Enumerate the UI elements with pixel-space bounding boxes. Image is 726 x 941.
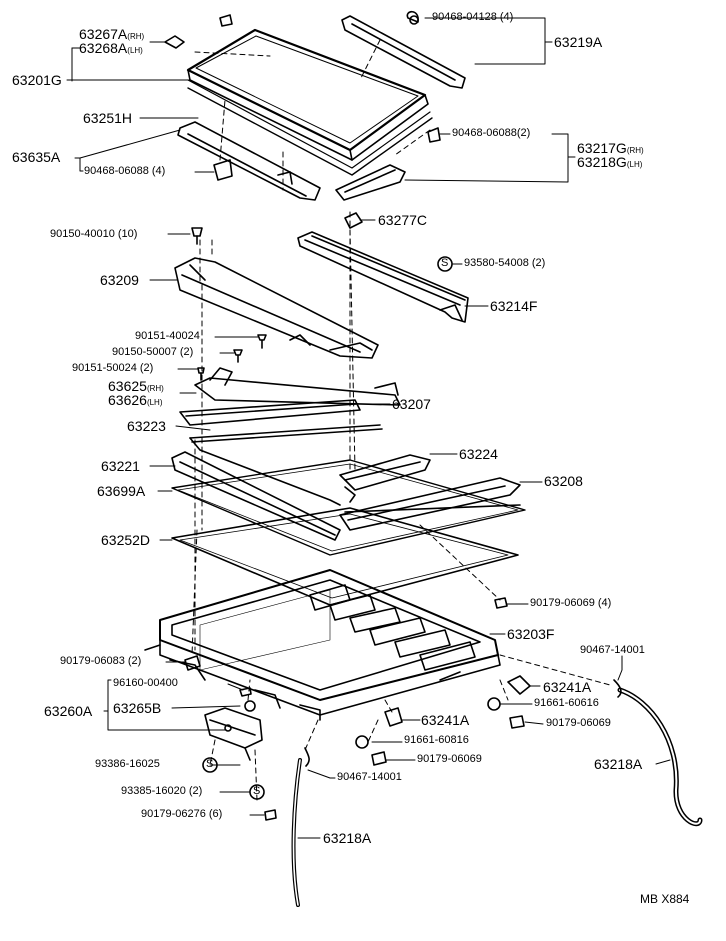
label-90468-04128: 90468-04128 (4) bbox=[432, 11, 514, 23]
label-63252d: 63252D bbox=[101, 532, 151, 548]
alignment-lines bbox=[191, 39, 611, 801]
s-symbol: S bbox=[441, 257, 449, 269]
clip-90179-06083 bbox=[184, 655, 201, 671]
label-90468-06088-2: 90468-06088(2) bbox=[452, 127, 531, 139]
clip-63267a bbox=[164, 35, 185, 49]
label-63214f: 63214F bbox=[490, 298, 538, 314]
glass-bracket-63219a bbox=[341, 10, 466, 89]
label-63241a-center: 63241A bbox=[421, 712, 470, 728]
wind-deflector-63635a bbox=[177, 121, 321, 201]
drive-motor-63260a bbox=[204, 687, 263, 761]
label-90467-14001-left: 90467-14001 bbox=[337, 771, 402, 783]
drain-hose-right bbox=[613, 679, 703, 827]
footer-code: MB X884 bbox=[640, 892, 690, 906]
label-90151-40024: 90151-40024 bbox=[135, 330, 200, 342]
label-90468-06088-4: 90468-06088 (4) bbox=[84, 165, 166, 177]
label-63635a: 63635A bbox=[12, 149, 61, 165]
seal-63252d bbox=[171, 507, 519, 606]
drain-bracket-center bbox=[384, 707, 403, 727]
sunroof-housing-63203f bbox=[144, 569, 501, 721]
label-63201g: 63201G bbox=[12, 72, 62, 88]
label-90150-40010: 90150-40010 (10) bbox=[50, 228, 138, 240]
label-90467-14001-right: 90467-14001 bbox=[580, 644, 645, 656]
sunroof-glass-panel bbox=[186, 28, 431, 169]
slider-63224 bbox=[339, 454, 431, 503]
label-63207: 63207 bbox=[392, 396, 431, 412]
glass-bracket-63217g bbox=[335, 127, 441, 201]
label-63208: 63208 bbox=[544, 473, 583, 489]
label-63267a: 63267A(RH) bbox=[79, 26, 145, 42]
label-90179-06069-4: 90179-06069 (4) bbox=[530, 597, 612, 609]
leader-lines bbox=[66, 17, 671, 839]
label-63218a-right: 63218A bbox=[594, 756, 643, 772]
label-96160-00400: 96160-00400 bbox=[113, 677, 178, 689]
label-90179-06276: 90179-06276 (6) bbox=[141, 808, 223, 820]
label-90179-06069: 90179-06069 bbox=[546, 717, 611, 729]
label-63223: 63223 bbox=[127, 418, 166, 434]
label-90179-06069-center: 90179-06069 bbox=[417, 753, 482, 765]
s-symbol: S bbox=[253, 785, 261, 797]
label-63218a-left: 63218A bbox=[323, 830, 372, 846]
label-63219a: 63219A bbox=[554, 34, 603, 50]
label-63209: 63209 bbox=[100, 272, 139, 288]
label-63265b: 63265B bbox=[113, 700, 162, 716]
bolts bbox=[191, 227, 267, 381]
label-90151-50024: 90151-50024 (2) bbox=[72, 362, 154, 374]
label-63221: 63221 bbox=[101, 458, 140, 474]
label-63241a-right: 63241A bbox=[543, 679, 592, 695]
label-93580-54008: 93580-54008 (2) bbox=[464, 257, 546, 269]
link-bracket-63625 bbox=[194, 367, 401, 406]
s-symbol: S bbox=[206, 758, 214, 770]
label-63260a: 63260A bbox=[44, 703, 93, 719]
label-63217g: 63217G(RH) bbox=[577, 140, 644, 156]
glass-weatherstrip bbox=[187, 87, 433, 176]
label-63699a: 63699A bbox=[97, 483, 146, 499]
nuts bbox=[219, 14, 525, 821]
label-63268a: 63268A(LH) bbox=[79, 40, 143, 56]
label-63626: 63626(LH) bbox=[108, 392, 163, 408]
label-91661-60616: 91661-60616 bbox=[534, 697, 599, 709]
label-63277c: 63277C bbox=[378, 212, 428, 228]
label-63251h: 63251H bbox=[83, 110, 133, 126]
seal-63699a bbox=[171, 459, 526, 556]
drive-rail-63214f bbox=[297, 231, 469, 323]
label-63625: 63625(RH) bbox=[108, 378, 164, 394]
label-93385-16020: 93385-16020 (2) bbox=[121, 785, 203, 797]
drain-bracket-right bbox=[507, 675, 531, 695]
label-90150-50007: 90150-50007 (2) bbox=[112, 346, 194, 358]
housing-strip-63221 bbox=[171, 451, 341, 541]
drain-frame-63209 bbox=[174, 257, 379, 359]
label-91661-60816: 91661-60816 bbox=[404, 734, 469, 746]
drain-hose-left bbox=[291, 747, 310, 907]
guide-track-63207 bbox=[179, 399, 361, 426]
label-63224: 63224 bbox=[459, 446, 498, 462]
label-90179-06083: 90179-06083 (2) bbox=[60, 655, 142, 667]
plate-63277c bbox=[344, 212, 363, 229]
label-63203f: 63203F bbox=[507, 626, 555, 642]
label-93386-16025: 93386-16025 bbox=[95, 758, 160, 770]
label-63218g: 63218G(LH) bbox=[577, 154, 643, 170]
